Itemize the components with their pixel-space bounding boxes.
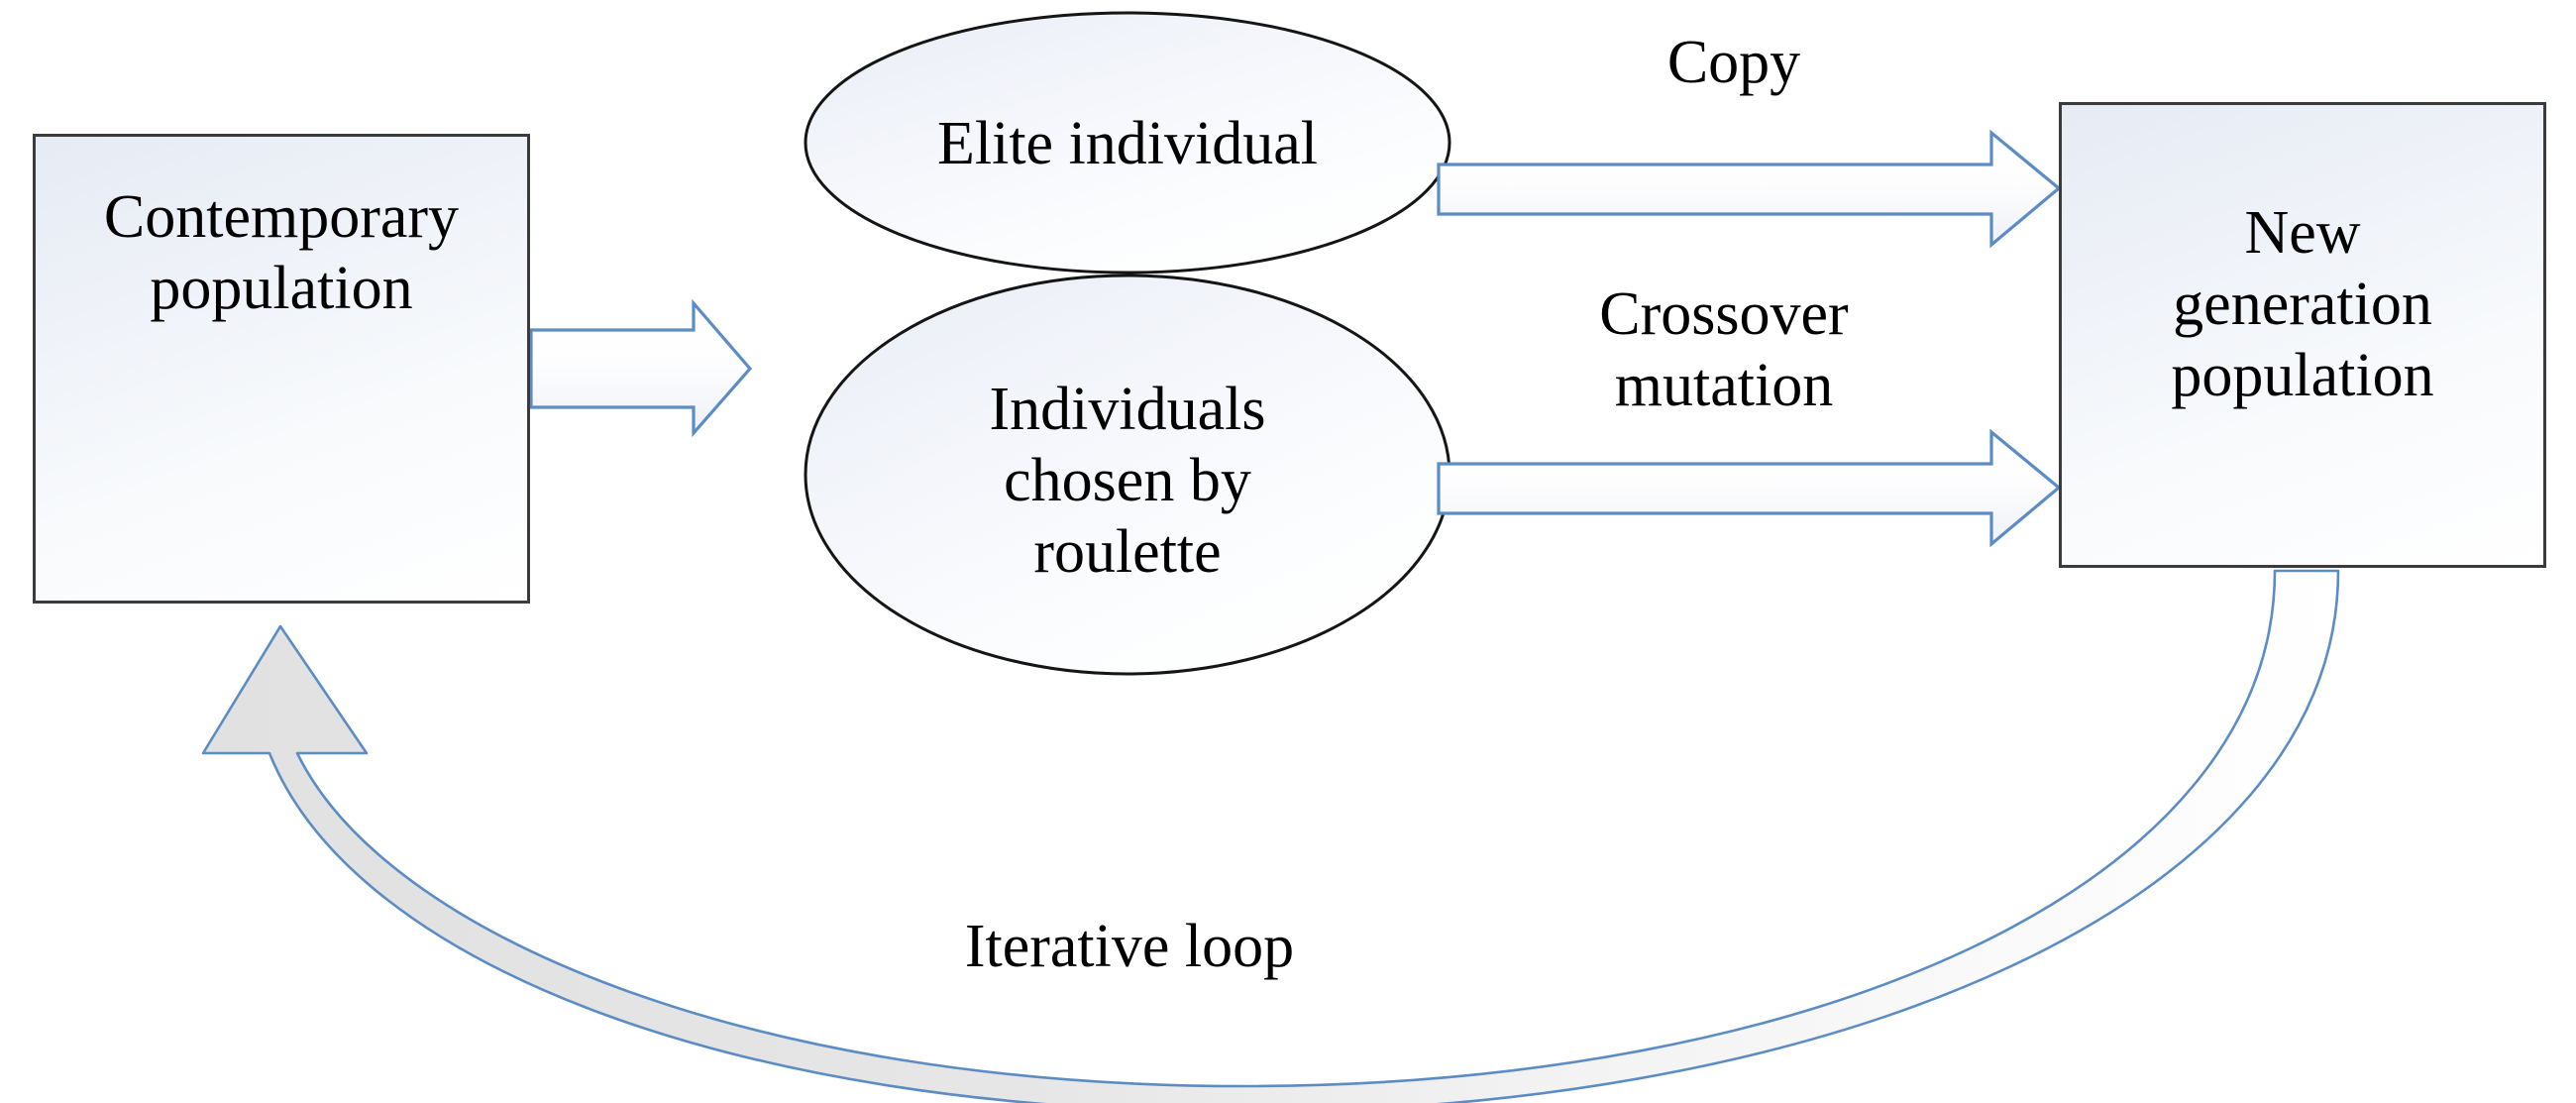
contemporary-population-label-line2: population [150, 254, 413, 322]
crossover-mutation-arrow-label: Crossover mutation [1496, 279, 1952, 422]
crossover-mutation-label-line2: mutation [1614, 351, 1834, 419]
iterative-loop-label-text: Iterative loop [964, 913, 1295, 980]
crossover-mutation-arrow [1437, 428, 2062, 548]
roulette-individuals-label-line2: chosen by [1004, 446, 1251, 514]
copy-arrow [1437, 129, 2062, 249]
crossover-mutation-label-line1: Crossover [1599, 280, 1849, 348]
elite-individual-label: Elite individual [805, 109, 1449, 180]
elite-individual-label-line1: Elite individual [937, 110, 1318, 177]
ellipse-elite-individual [804, 11, 1451, 275]
new-generation-population-label-line1: New [2244, 199, 2361, 267]
contemporary-population-label-line1: Contemporary [103, 183, 460, 251]
contemporary-population-label: Contemporary population [36, 182, 527, 325]
copy-arrow-label: Copy [1516, 28, 1952, 99]
new-generation-population-label-line2: generation [2173, 270, 2432, 338]
new-generation-population-label-line3: population [2171, 341, 2434, 409]
roulette-individuals-label-line3: roulette [1033, 517, 1222, 586]
iterative-loop-label: Iterative loop [773, 912, 1486, 983]
roulette-individuals-label-line1: Individuals [989, 376, 1266, 443]
roulette-individuals-label: Individuals chosen by roulette [805, 375, 1449, 589]
iterative-loop-arrow [201, 569, 2340, 1103]
copy-arrow-label-text: Copy [1666, 29, 1801, 96]
node-contemporary-population: Contemporary population [33, 134, 530, 604]
selection-arrow [529, 298, 753, 438]
new-generation-population-label: New generation population [2062, 198, 2543, 412]
node-new-generation-population: New generation population [2059, 102, 2546, 568]
